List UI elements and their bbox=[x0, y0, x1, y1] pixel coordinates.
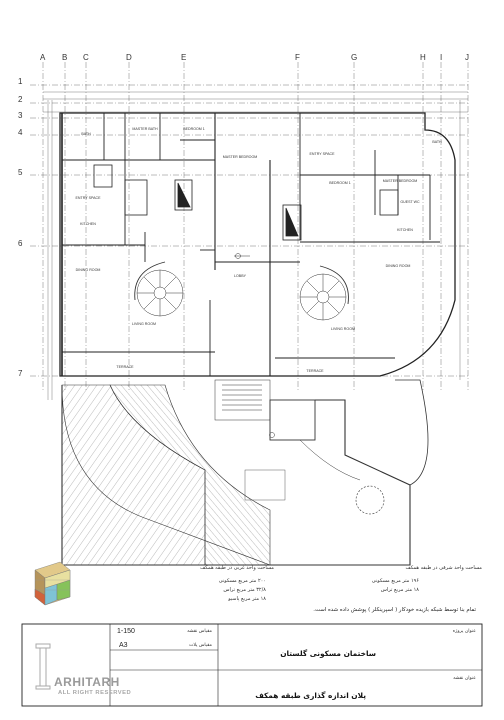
room-east-bath: BATH bbox=[432, 140, 442, 144]
room-east-dining: DINING ROOM bbox=[385, 264, 411, 268]
area-east-terrace: ۱۸ متر مربع تراس bbox=[380, 587, 419, 593]
grid-row-1: 1 bbox=[18, 77, 23, 86]
grid-col-g: G bbox=[351, 53, 358, 62]
logo-subtitle: ALL RIGHT RESERVED bbox=[58, 690, 132, 696]
grid-col-j: J bbox=[465, 53, 469, 62]
grid-col-h: H bbox=[420, 53, 426, 62]
grid-col-c: C bbox=[83, 53, 89, 62]
grid-axes-vertical bbox=[42, 62, 469, 390]
grid-row-2: 2 bbox=[18, 95, 23, 104]
grid-col-a: A bbox=[40, 53, 46, 62]
title-block-frame bbox=[21, 623, 483, 707]
room-west-living: LIVING ROOM bbox=[132, 322, 156, 326]
grid-col-b: B bbox=[62, 53, 68, 62]
building-3d-icon bbox=[34, 561, 71, 606]
yard-landscape bbox=[61, 379, 429, 566]
room-west-master-bath: MASTER BATH bbox=[132, 127, 158, 131]
area-east-residential: ۱۹۶ متر مربع مسکونی bbox=[371, 578, 419, 584]
room-west-master-bedroom: MASTER BEDROOM bbox=[222, 155, 258, 159]
entrance-stairs bbox=[214, 379, 316, 441]
project-name: ساختمان مسکونی گلستان bbox=[280, 649, 376, 658]
room-east-guest-wc: GUEST WC bbox=[400, 200, 420, 204]
grid-col-f: F bbox=[295, 53, 300, 62]
room-west-dining: DINING ROOM bbox=[75, 268, 101, 272]
drawing-title-label: عنوان نقشه bbox=[453, 676, 476, 681]
grid-col-e: E bbox=[181, 53, 187, 62]
room-west-bath: BATH bbox=[81, 132, 91, 136]
grid-row-4: 4 bbox=[18, 128, 23, 137]
room-east-master-bedroom: MASTER BEDROOM bbox=[382, 179, 418, 183]
room-west-terrace: TERRACE bbox=[116, 365, 134, 369]
room-east-terrace: TERRACE bbox=[306, 369, 324, 373]
spiral-stairs bbox=[134, 261, 349, 321]
grid-row-3: 3 bbox=[18, 111, 23, 120]
grid-row-6: 6 bbox=[18, 239, 23, 248]
area-west-terrace: ۳۲/۸ متر مربع تراس bbox=[223, 587, 266, 593]
room-west-kitchen: KITCHEN bbox=[80, 222, 96, 226]
level-marker bbox=[234, 253, 275, 438]
room-east-kitchen: KITCHEN bbox=[397, 228, 413, 232]
room-east-entry-space: ENTRY SPACE bbox=[309, 152, 335, 156]
project-title-label: عنوان پروژه bbox=[452, 629, 476, 634]
room-east-living: LIVING ROOM bbox=[331, 327, 355, 331]
building-walls bbox=[59, 112, 456, 377]
scale-label: مقیاس نقشه bbox=[187, 629, 212, 634]
sprinkler-note: تمام بنا توسط شبکه بازیده خودکار ( اسپری… bbox=[313, 607, 476, 613]
grid-col-i: I bbox=[440, 53, 443, 62]
grid-col-d: D bbox=[126, 53, 132, 62]
room-lobby: LOBBY bbox=[234, 274, 246, 278]
scale-value: 1-150 bbox=[117, 628, 135, 635]
sheet-size-value: A3 bbox=[119, 642, 128, 649]
area-west-title: مساحت واحد غربی در طبقه همکف bbox=[200, 565, 274, 571]
room-west-bedroom1: BEDROOM 1 bbox=[183, 127, 205, 131]
core-elements bbox=[93, 164, 399, 241]
area-west-patio: ۱۸ متر مربع پاسیو bbox=[228, 596, 266, 602]
grid-row-7: 7 bbox=[18, 369, 23, 378]
logo-pillar bbox=[35, 643, 51, 690]
logo-name: ARHITARH bbox=[54, 675, 120, 689]
drawing-name: پلان اندازه گذاری طبقه همکف bbox=[255, 691, 366, 700]
sheet-size-label: مقیاس پلات bbox=[189, 643, 212, 648]
area-east-title: مساحت واحد شرقی در طبقه همکف bbox=[405, 565, 482, 571]
grid-row-5: 5 bbox=[18, 168, 23, 177]
dimension-lines bbox=[43, 91, 468, 400]
room-east-bedroom1: BEDROOM 1 bbox=[329, 181, 351, 185]
area-west-residential: ۲۰۰ متر مربع مسکونی bbox=[218, 578, 266, 584]
room-west-entry-space: ENTRY SPACE bbox=[75, 196, 101, 200]
